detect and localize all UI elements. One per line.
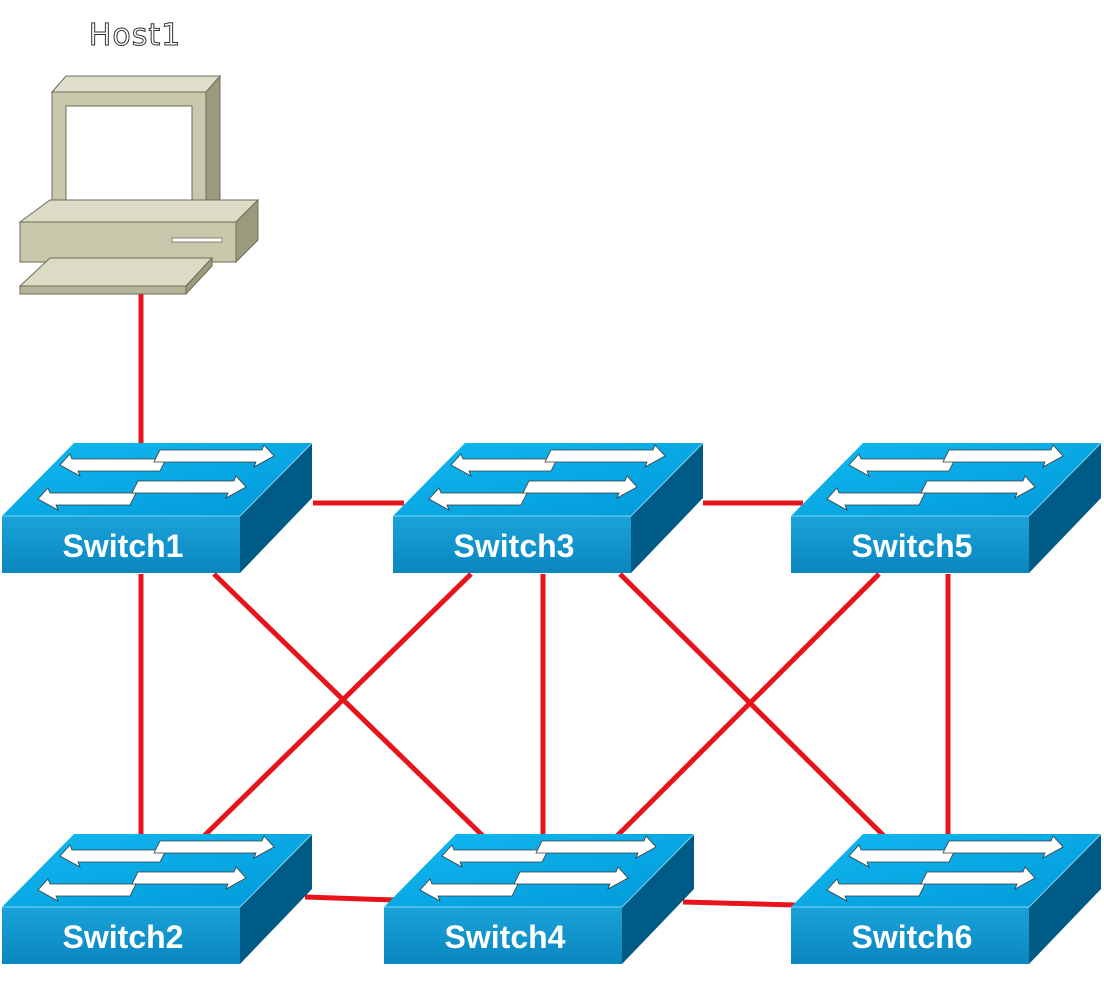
switch-edge <box>791 442 1102 517</box>
switch-label: Switch6 <box>852 919 973 955</box>
switch-arrow-right-icon <box>535 835 657 859</box>
link-switch5-switch4 <box>615 572 881 838</box>
switch-front-face <box>384 907 622 964</box>
switch-arrow-right-icon <box>920 866 1036 890</box>
switch-arrow-right-icon <box>544 444 666 468</box>
link-switch1-switch4 <box>212 572 485 838</box>
switch6-icon[interactable]: Switch6 <box>791 833 1102 964</box>
switch-arrow-left-icon <box>59 453 167 477</box>
switch-front-face <box>2 907 240 964</box>
host1-computer-icon[interactable] <box>18 74 260 296</box>
link-switch3-switch6 <box>618 572 886 838</box>
switch1-icon[interactable]: Switch1 <box>2 442 313 573</box>
switch2-icon[interactable]: Switch2 <box>2 833 313 964</box>
switch-arrow-right-icon <box>131 475 247 499</box>
switch-side-face <box>622 834 694 964</box>
switch-arrow-left-icon <box>826 878 926 902</box>
switch-arrow-right-icon <box>920 475 1036 499</box>
switch-label: Switch4 <box>445 919 566 955</box>
link-switch4-switch6 <box>682 899 796 908</box>
switch-arrow-left-icon <box>37 878 137 902</box>
switch-arrow-left-icon <box>450 453 558 477</box>
switch-arrow-right-icon <box>153 444 275 468</box>
switch-arrow-right-icon <box>131 866 247 890</box>
switch-label: Switch2 <box>63 919 184 955</box>
switch-arrow-right-icon <box>522 475 638 499</box>
link-switch2-switch4 <box>304 894 396 903</box>
switch-front-face <box>2 516 240 573</box>
switch-arrow-right-icon <box>942 444 1064 468</box>
switch-edge <box>393 442 704 517</box>
switch-arrow-right-icon <box>942 835 1064 859</box>
switch-label: Switch1 <box>63 528 184 564</box>
switch-arrow-left-icon <box>441 844 549 868</box>
switch-arrow-left-icon <box>419 878 519 902</box>
switch-arrow-right-icon <box>513 866 629 890</box>
switch-arrow-left-icon <box>848 453 956 477</box>
switch3-icon[interactable]: Switch3 <box>393 442 704 573</box>
switch-side-face <box>1029 834 1101 964</box>
switch-arrow-left-icon <box>848 844 956 868</box>
switch-layer: Switch1 Switch3 Switch5 Switch2 Switch4 … <box>2 442 1102 964</box>
links-layer <box>138 290 951 908</box>
link-switch3-switch2 <box>202 572 473 838</box>
switch-arrow-left-icon <box>428 487 528 511</box>
switch-front-face <box>791 907 1029 964</box>
switch-arrow-left-icon <box>826 487 926 511</box>
host1-label: Host1 <box>88 18 182 54</box>
switch-arrow-right-icon <box>153 835 275 859</box>
switch-side-face <box>240 443 312 573</box>
switch-edge <box>791 833 1102 908</box>
switch-edge <box>2 442 313 517</box>
switch-edge <box>2 833 313 908</box>
switch-side-face <box>240 834 312 964</box>
switch-front-face <box>393 516 631 573</box>
switch-edge <box>384 833 695 908</box>
switch-label: Switch5 <box>852 528 973 564</box>
switch-arrow-left-icon <box>59 844 167 868</box>
switch-side-face <box>631 443 703 573</box>
switch-front-face <box>791 516 1029 573</box>
switch-arrow-left-icon <box>37 487 137 511</box>
switch-side-face <box>1029 443 1101 573</box>
switch5-icon[interactable]: Switch5 <box>791 442 1102 573</box>
switch-label: Switch3 <box>454 528 575 564</box>
switch4-icon[interactable]: Switch4 <box>384 833 695 964</box>
